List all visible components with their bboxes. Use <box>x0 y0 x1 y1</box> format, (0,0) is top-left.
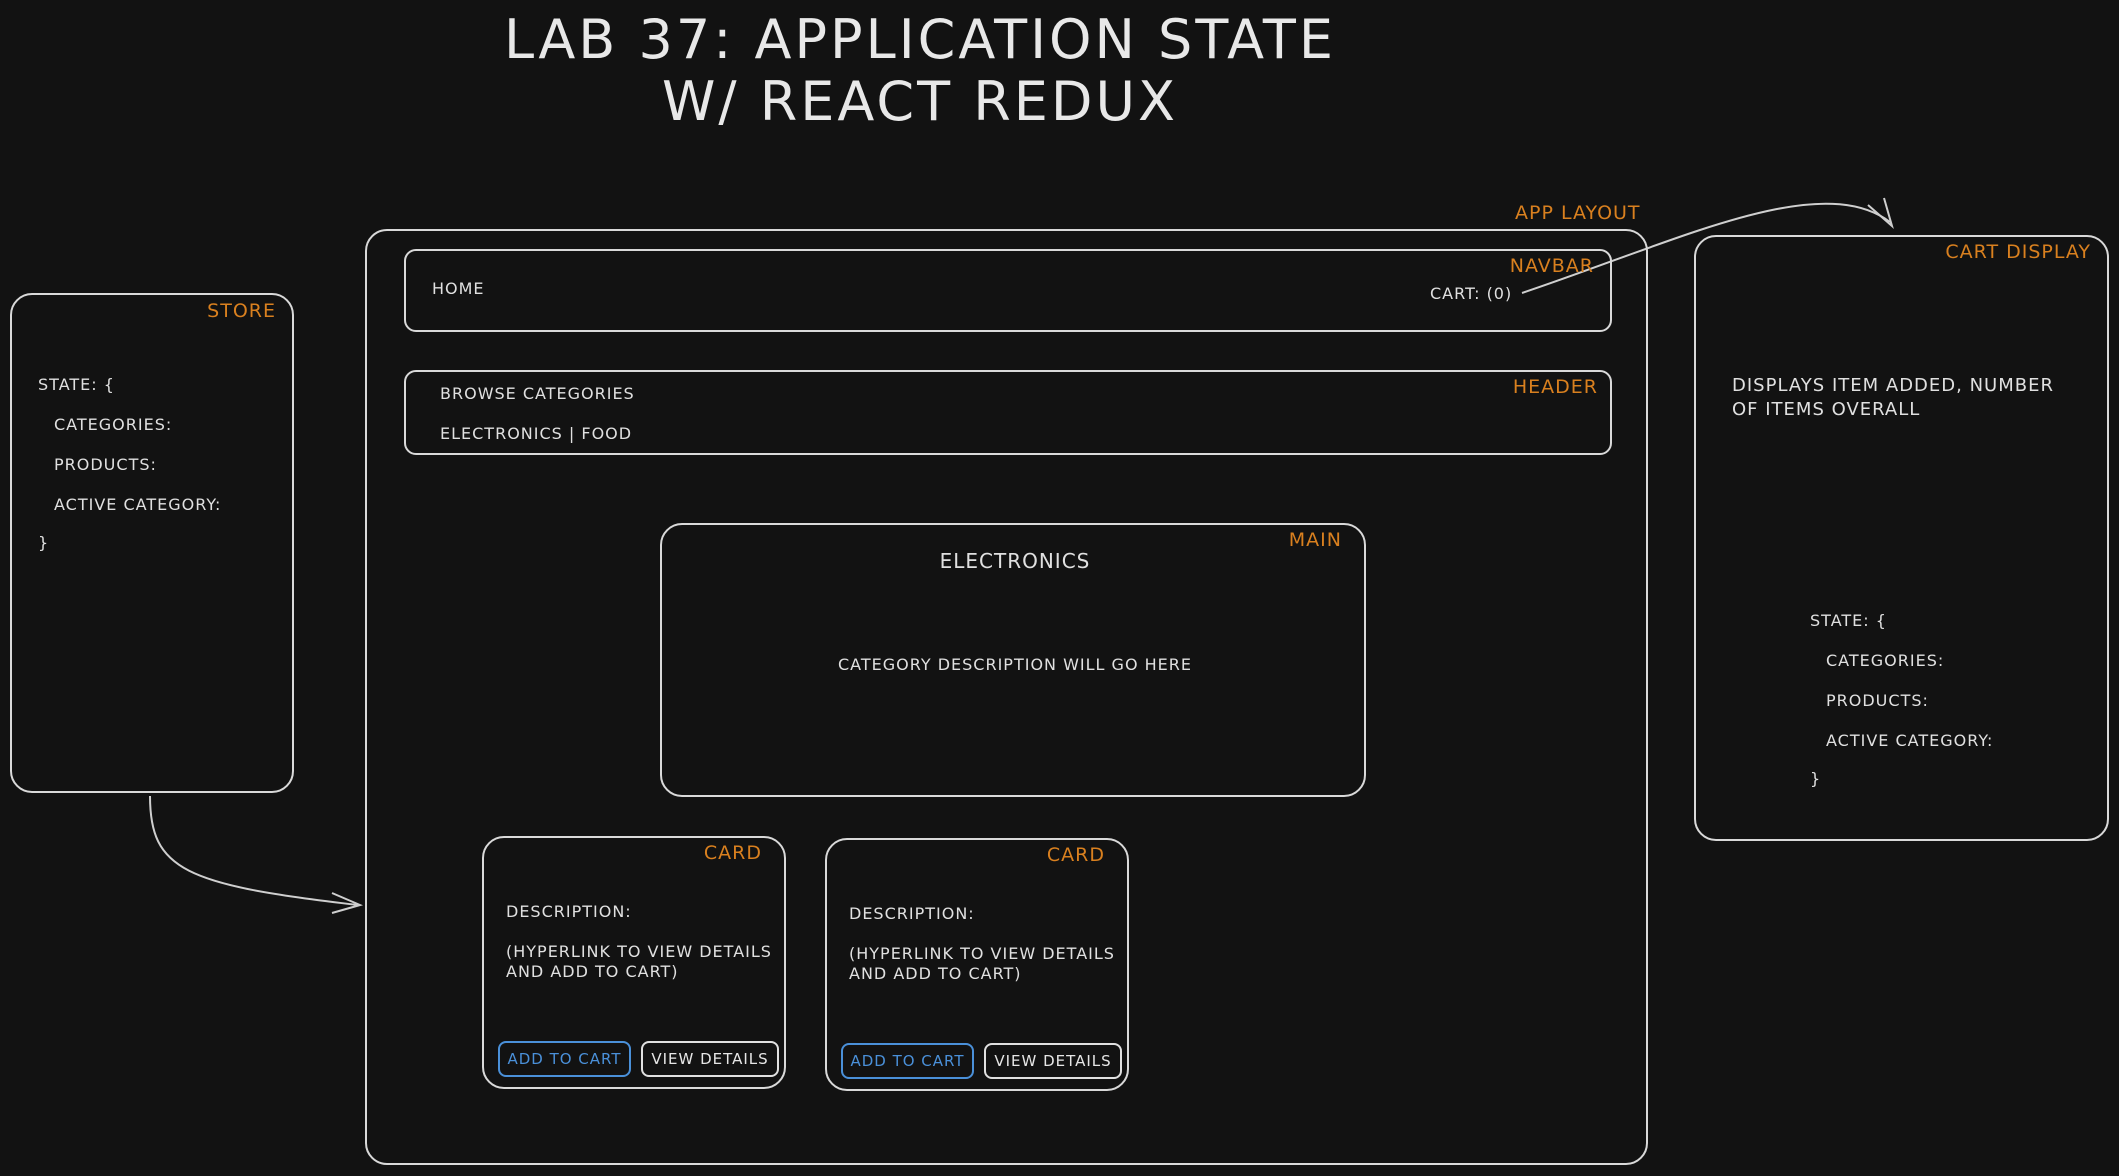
navbar-tag: NAVBAR <box>1509 255 1594 277</box>
view-details-button[interactable]: VIEW DETAILS <box>641 1041 779 1077</box>
header-category-links[interactable]: ELECTRONICS | FOOD <box>440 424 633 443</box>
cart-to-cart-display-arrowhead <box>1867 197 1894 229</box>
navbar-cart-counter[interactable]: CART: (0) <box>1430 284 1513 303</box>
cart-display-description-line-1: DISPLAYS ITEM ADDED, NUMBER <box>1732 375 2054 396</box>
header-panel: HEADER BROWSE CATEGORIES ELECTRONICS | F… <box>404 370 1612 455</box>
store-state-close: } <box>38 533 50 552</box>
card-note-line-1: (HYPERLINK TO VIEW DETAILS <box>506 942 772 961</box>
app-layout-tag: APP LAYOUT <box>1515 202 1641 224</box>
add-to-cart-button[interactable]: ADD TO CART <box>498 1041 631 1077</box>
cart-display-panel: CART DISPLAY DISPLAYS ITEM ADDED, NUMBER… <box>1694 235 2109 841</box>
main-category-heading: ELECTRONICS <box>939 549 1091 573</box>
main-category-description: CATEGORY DESCRIPTION WILL GO HERE <box>838 655 1192 674</box>
store-active-category: ACTIVE CATEGORY: <box>54 495 222 514</box>
view-details-button[interactable]: VIEW DETAILS <box>984 1043 1122 1079</box>
store-panel: STORE STATE: { CATEGORIES: PRODUCTS: ACT… <box>10 293 294 793</box>
diagram-title-line-1: LAB 37: APPLICATION STATE <box>504 8 1336 71</box>
header-browse-categories: BROWSE CATEGORIES <box>440 384 635 403</box>
card-description-label: DESCRIPTION: <box>849 904 975 923</box>
add-to-cart-button[interactable]: ADD TO CART <box>841 1043 974 1079</box>
card-note-line-1: (HYPERLINK TO VIEW DETAILS <box>849 944 1115 963</box>
store-products: PRODUCTS: <box>54 455 157 474</box>
navbar-home-link[interactable]: HOME <box>432 279 485 298</box>
store-categories: CATEGORIES: <box>54 415 173 434</box>
product-card: CARD DESCRIPTION: (HYPERLINK TO VIEW DET… <box>482 836 786 1089</box>
header-tag: HEADER <box>1512 376 1598 398</box>
cart-display-products: PRODUCTS: <box>1826 691 1929 710</box>
cart-display-tag: CART DISPLAY <box>1945 241 2091 263</box>
card-description-label: DESCRIPTION: <box>506 902 632 921</box>
main-tag: MAIN <box>1288 529 1342 551</box>
store-to-app-arrowhead <box>331 892 363 914</box>
navbar-panel: NAVBAR HOME CART: (0) <box>404 249 1612 332</box>
diagram-title-line-2: W/ REACT REDUX <box>662 70 1178 133</box>
store-state-open: STATE: { <box>38 375 115 394</box>
cart-to-cart-display-arrow <box>1521 202 1891 294</box>
cart-display-state-close: } <box>1810 769 1822 788</box>
app-layout-panel <box>365 229 1648 1165</box>
card-tag: CARD <box>703 842 762 864</box>
cart-display-state-open: STATE: { <box>1810 611 1887 630</box>
cart-display-description-line-2: OF ITEMS OVERALL <box>1732 399 1921 420</box>
product-card: CARD DESCRIPTION: (HYPERLINK TO VIEW DET… <box>825 838 1129 1091</box>
card-note-line-2: AND ADD TO CART) <box>849 964 1022 983</box>
store-to-app-arrow <box>149 795 359 906</box>
store-tag: STORE <box>207 300 276 322</box>
cart-display-categories: CATEGORIES: <box>1826 651 1945 670</box>
cart-display-active-category: ACTIVE CATEGORY: <box>1826 731 1994 750</box>
card-note-line-2: AND ADD TO CART) <box>506 962 679 981</box>
main-panel: MAIN ELECTRONICS CATEGORY DESCRIPTION WI… <box>660 523 1366 797</box>
card-tag: CARD <box>1046 844 1105 866</box>
